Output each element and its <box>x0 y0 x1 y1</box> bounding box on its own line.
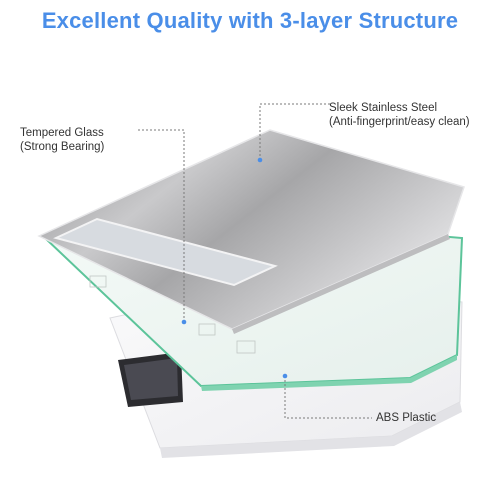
abs-leader <box>282 373 372 419</box>
steel-leader <box>257 103 330 163</box>
headline: Excellent Quality with 3-layer Structure <box>41 8 459 33</box>
stainless-steel-callout: Sleek Stainless Steel (Anti-fingerprint/… <box>329 101 470 129</box>
lcd-display <box>118 352 183 407</box>
glass-leader <box>138 129 187 325</box>
stainless-steel-note: (Anti-fingerprint/easy clean) <box>329 116 470 128</box>
stainless-steel-title: Sleek Stainless Steel <box>329 102 438 114</box>
abs-plastic-callout: ABS Plastic <box>376 411 436 425</box>
glass-touch-keys <box>89 275 256 354</box>
stainless-steel-plate <box>37 129 465 334</box>
tempered-glass-title: Tempered Glass <box>20 127 104 139</box>
display-window-cutout <box>53 217 278 287</box>
abs-plastic-title: ABS Plastic <box>376 412 437 424</box>
tempered-glass-callout: Tempered Glass (Strong Bearing) <box>20 126 104 154</box>
tempered-glass-note: (Strong Bearing) <box>20 141 105 153</box>
